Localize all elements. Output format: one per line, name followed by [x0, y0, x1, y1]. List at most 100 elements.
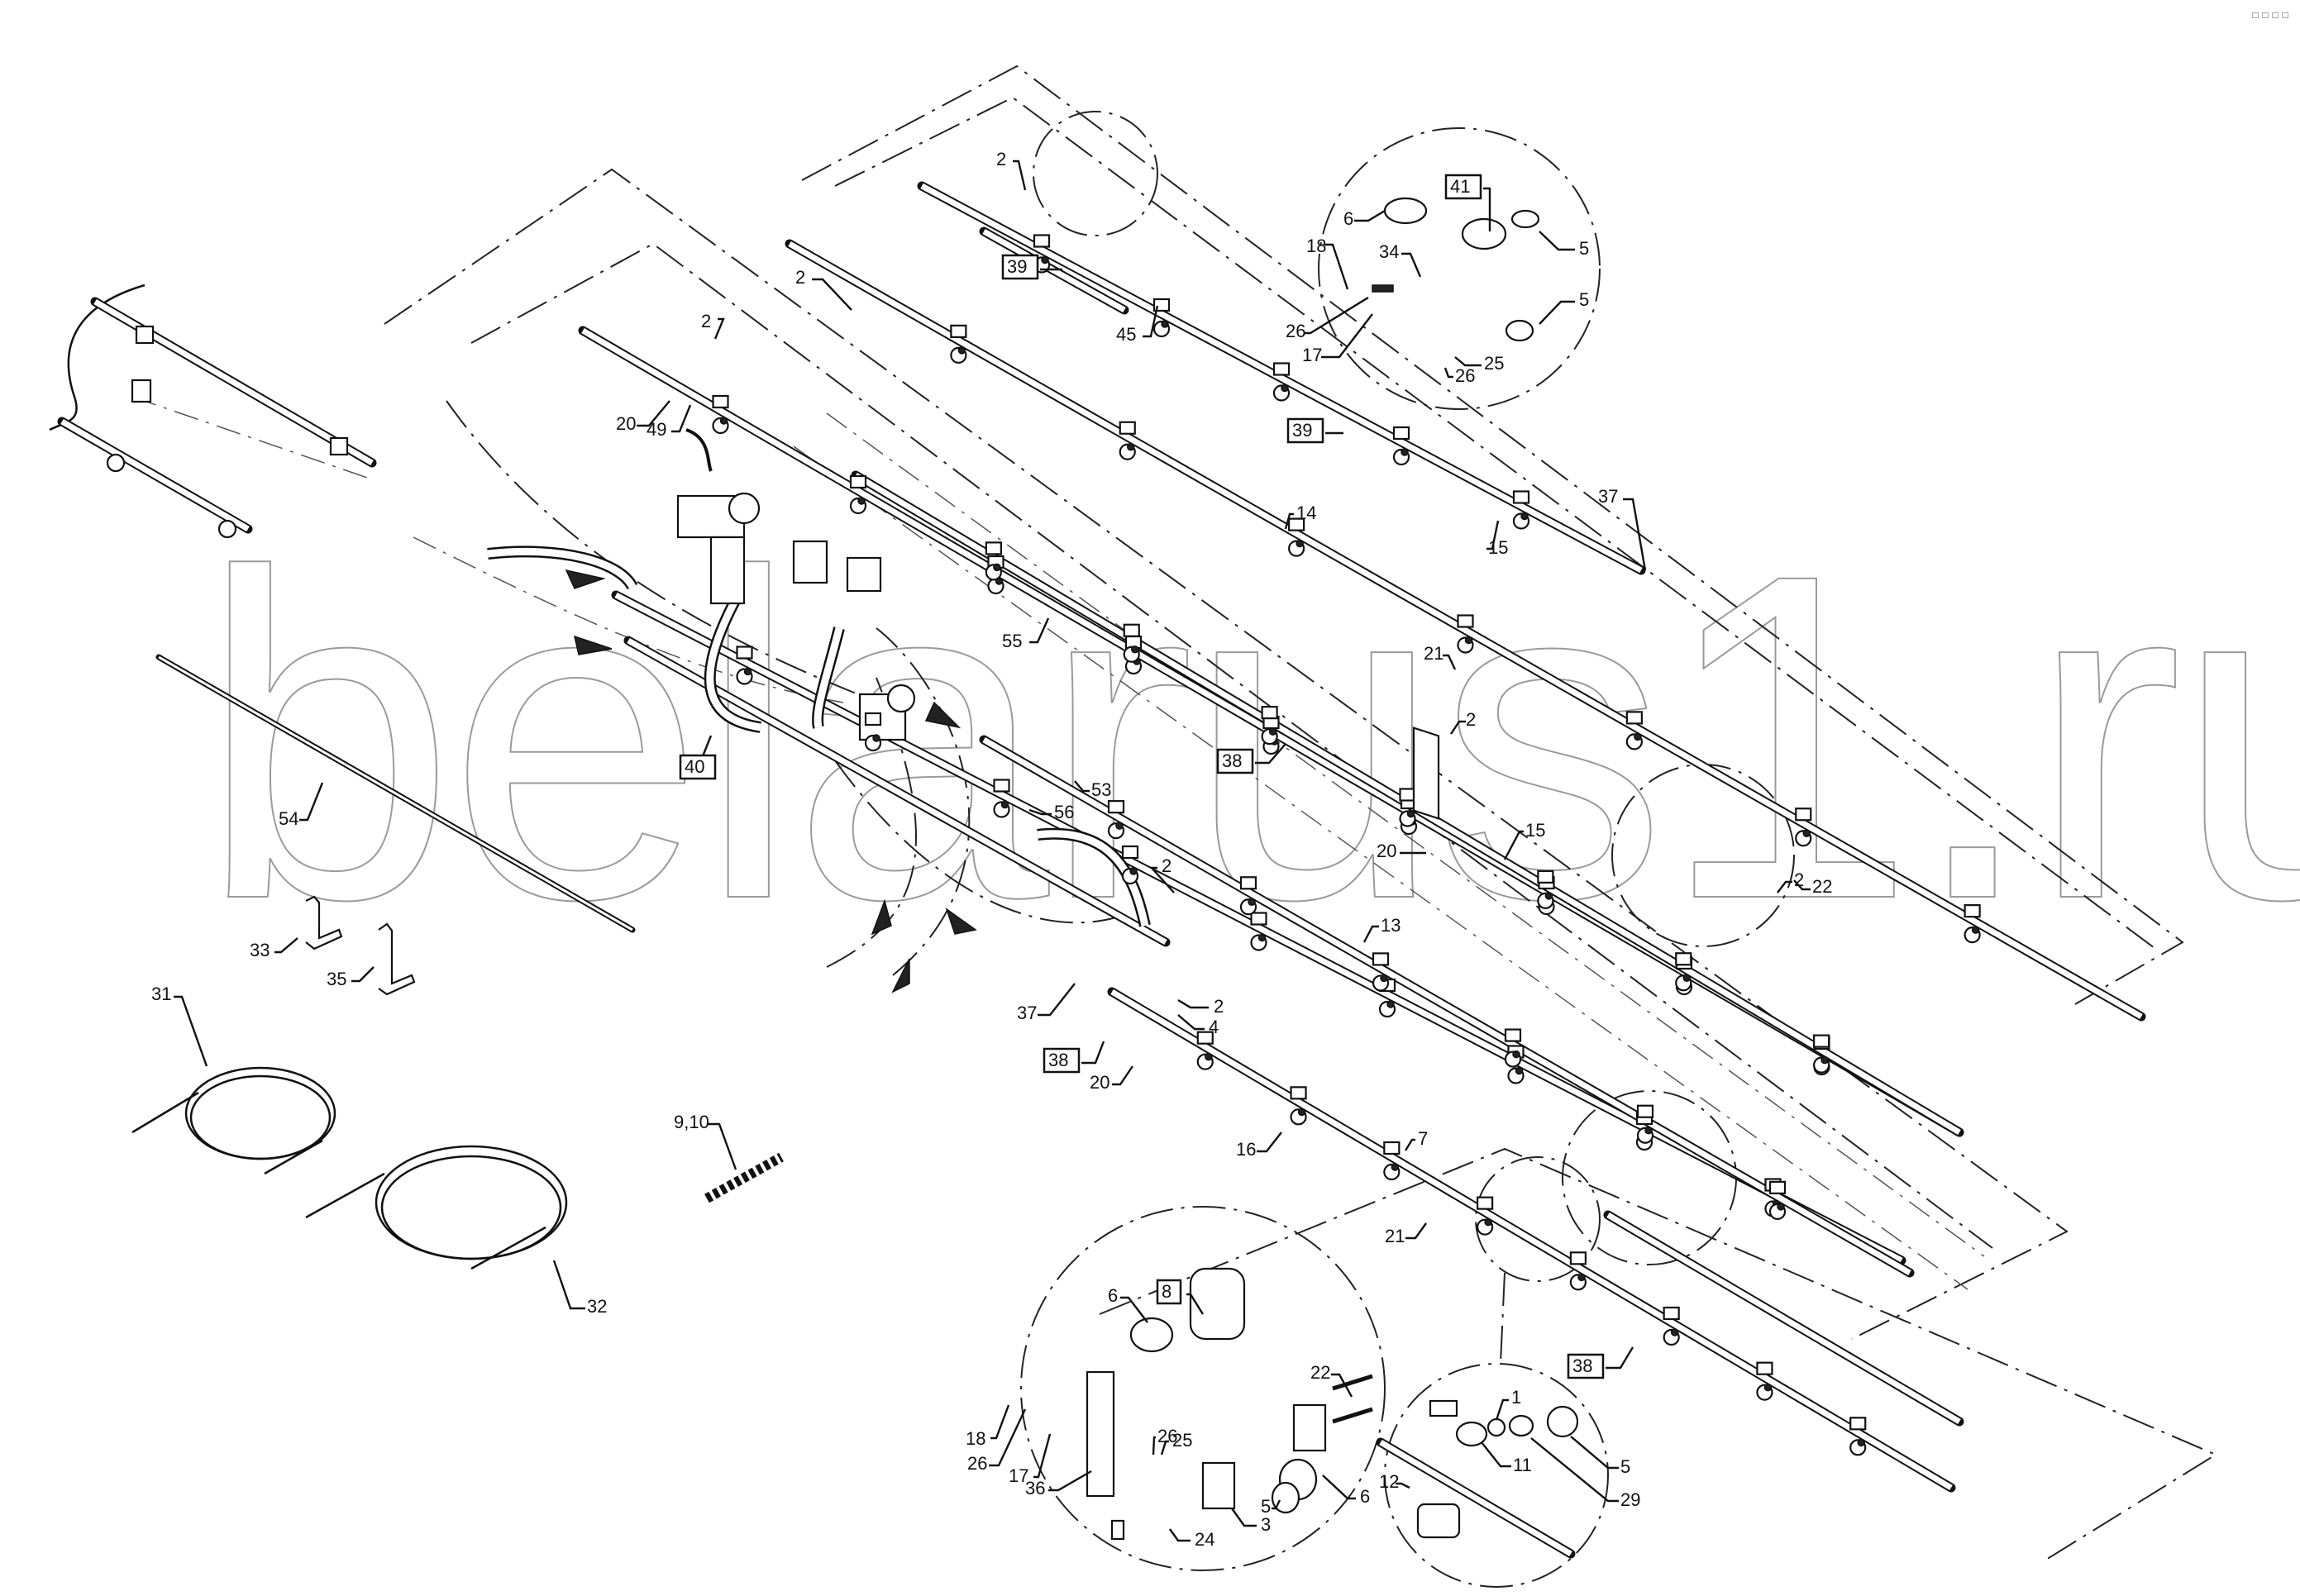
pipe-clamp: [1121, 845, 1139, 860]
part-number: 2: [701, 311, 711, 331]
detail-circle-top-valve: [1318, 127, 1601, 410]
part-number: 5: [1579, 238, 1589, 259]
pipe-clamp: [985, 541, 1002, 555]
rod-54: [155, 654, 636, 933]
bracket-35: [378, 922, 416, 996]
part-number: 17: [1302, 345, 1322, 365]
nozzle-holder: [217, 519, 237, 539]
part-callout-45: 45: [1116, 305, 1159, 345]
part-callout-5: 5: [1539, 231, 1589, 259]
part-callout-55: 55: [1002, 617, 1050, 651]
pipe-clamp: [1290, 1086, 1307, 1100]
part-number: 1: [1511, 1387, 1521, 1408]
outline-upper-boom-inner: [834, 96, 2159, 951]
pipe-clamp: [1569, 1251, 1587, 1265]
pipe-clamp: [849, 474, 867, 489]
leader-line: [812, 278, 852, 311]
part-number: 41: [1450, 176, 1470, 197]
part-callout-5: 5: [1570, 1436, 1630, 1477]
part-callout-25: 25: [1454, 353, 1504, 374]
leader-line: [1149, 866, 1175, 893]
detail-circle-top-small: [1033, 111, 1158, 236]
part-callout-5: 5: [1539, 289, 1589, 325]
part-number: 37: [1017, 1003, 1037, 1023]
leader-line: [1483, 187, 1491, 231]
leader-line: [1029, 617, 1050, 644]
nozzle-cap: [719, 417, 728, 425]
nozzle-cap: [1115, 822, 1124, 830]
part-callout-3: 3: [1231, 1508, 1271, 1535]
bracket-36: [1086, 1370, 1115, 1498]
part-callout-15: 15: [1503, 820, 1545, 860]
spiral-guard-9-10: [704, 1152, 784, 1203]
part-number: 26: [967, 1453, 987, 1474]
outline-middle-boom: [384, 168, 2069, 1340]
part-callout-37: 37: [1598, 486, 1647, 571]
nozzle-cap: [1577, 1273, 1586, 1282]
leader-line: [1354, 209, 1386, 222]
part-number: 13: [1381, 915, 1401, 936]
leader-line: [1257, 1131, 1282, 1153]
leader-line: [1401, 252, 1422, 278]
nozzle-cap: [1401, 448, 1409, 456]
leader-line: [1486, 520, 1500, 550]
part-callout-12: 12: [1379, 1471, 1410, 1492]
pipe-clamp: [1272, 362, 1291, 376]
pipe-clamp: [1512, 490, 1530, 504]
part-number: 2: [1162, 855, 1171, 876]
leader-line: [1143, 305, 1159, 338]
leader-line: [1481, 1441, 1511, 1468]
part-callout-16: 16: [1236, 1131, 1282, 1160]
part-number: 5: [1579, 289, 1589, 310]
leader-line: [351, 966, 375, 983]
part-callout-25: 25: [1160, 1430, 1192, 1455]
part-number: 49: [647, 419, 666, 440]
nozzle-holder: [106, 453, 126, 473]
valve-motor-8: [1189, 1267, 1246, 1341]
valve-body-41: [1461, 217, 1507, 250]
clamp-half: [1429, 1399, 1458, 1417]
part-callout-24: 24: [1169, 1528, 1214, 1550]
part-number: 6: [1108, 1285, 1118, 1306]
part-number: 38: [1222, 750, 1242, 771]
pressure-gauge: [728, 492, 761, 525]
nozzle-cap: [1971, 926, 1980, 934]
part-callout-2: 2: [1177, 996, 1224, 1017]
pipe-clamp: [1457, 614, 1474, 628]
pipe-clamp: [1537, 869, 1554, 884]
leader-line: [1454, 356, 1482, 367]
part-callout-34: 34: [1379, 241, 1422, 278]
part-callout-6: 6: [1108, 1285, 1148, 1323]
part-number: 38: [1048, 1050, 1068, 1070]
nozzle-cap: [1515, 1066, 1524, 1075]
nozzle-cap: [1296, 539, 1304, 548]
leader-line: [1028, 808, 1052, 816]
nozzle-cap: [1670, 1328, 1679, 1336]
part-callout-2: 2: [1149, 855, 1175, 893]
part-callout-26: 26: [967, 1408, 1027, 1474]
pipe-clamp: [1964, 904, 1981, 918]
nozzle-cap: [1268, 727, 1277, 736]
detail-circle-valve-exploded: [1020, 1206, 1386, 1571]
part-callout-15: 15: [1486, 520, 1508, 558]
leader-line: [1284, 512, 1294, 530]
pipe-clamp: [1033, 234, 1051, 248]
part-number: 37: [1598, 486, 1618, 507]
nozzle-cap: [1131, 646, 1139, 654]
flow-arrow-icon: [891, 958, 910, 993]
leader-line: [1074, 780, 1090, 793]
hose-clamp-5: [1271, 1481, 1300, 1514]
nozzle-cap: [1634, 732, 1642, 741]
nozzle-cap: [1682, 974, 1691, 982]
part-number: 24: [1195, 1529, 1214, 1550]
part-number: 2: [1214, 996, 1224, 1017]
pipe-clamp: [1813, 1034, 1830, 1048]
pipe-clamp: [1849, 1417, 1867, 1431]
part-callout-38: 38: [1567, 1346, 1634, 1379]
assembly-box: [1567, 1353, 1605, 1379]
part-callout-26: 26: [1286, 296, 1369, 341]
detail-circle-lower-fitting: [1475, 1156, 1601, 1282]
detail-circle-fitting-exploded: [1384, 1363, 1609, 1588]
nozzle-cap: [872, 734, 880, 742]
bolt-18: [1372, 284, 1394, 293]
